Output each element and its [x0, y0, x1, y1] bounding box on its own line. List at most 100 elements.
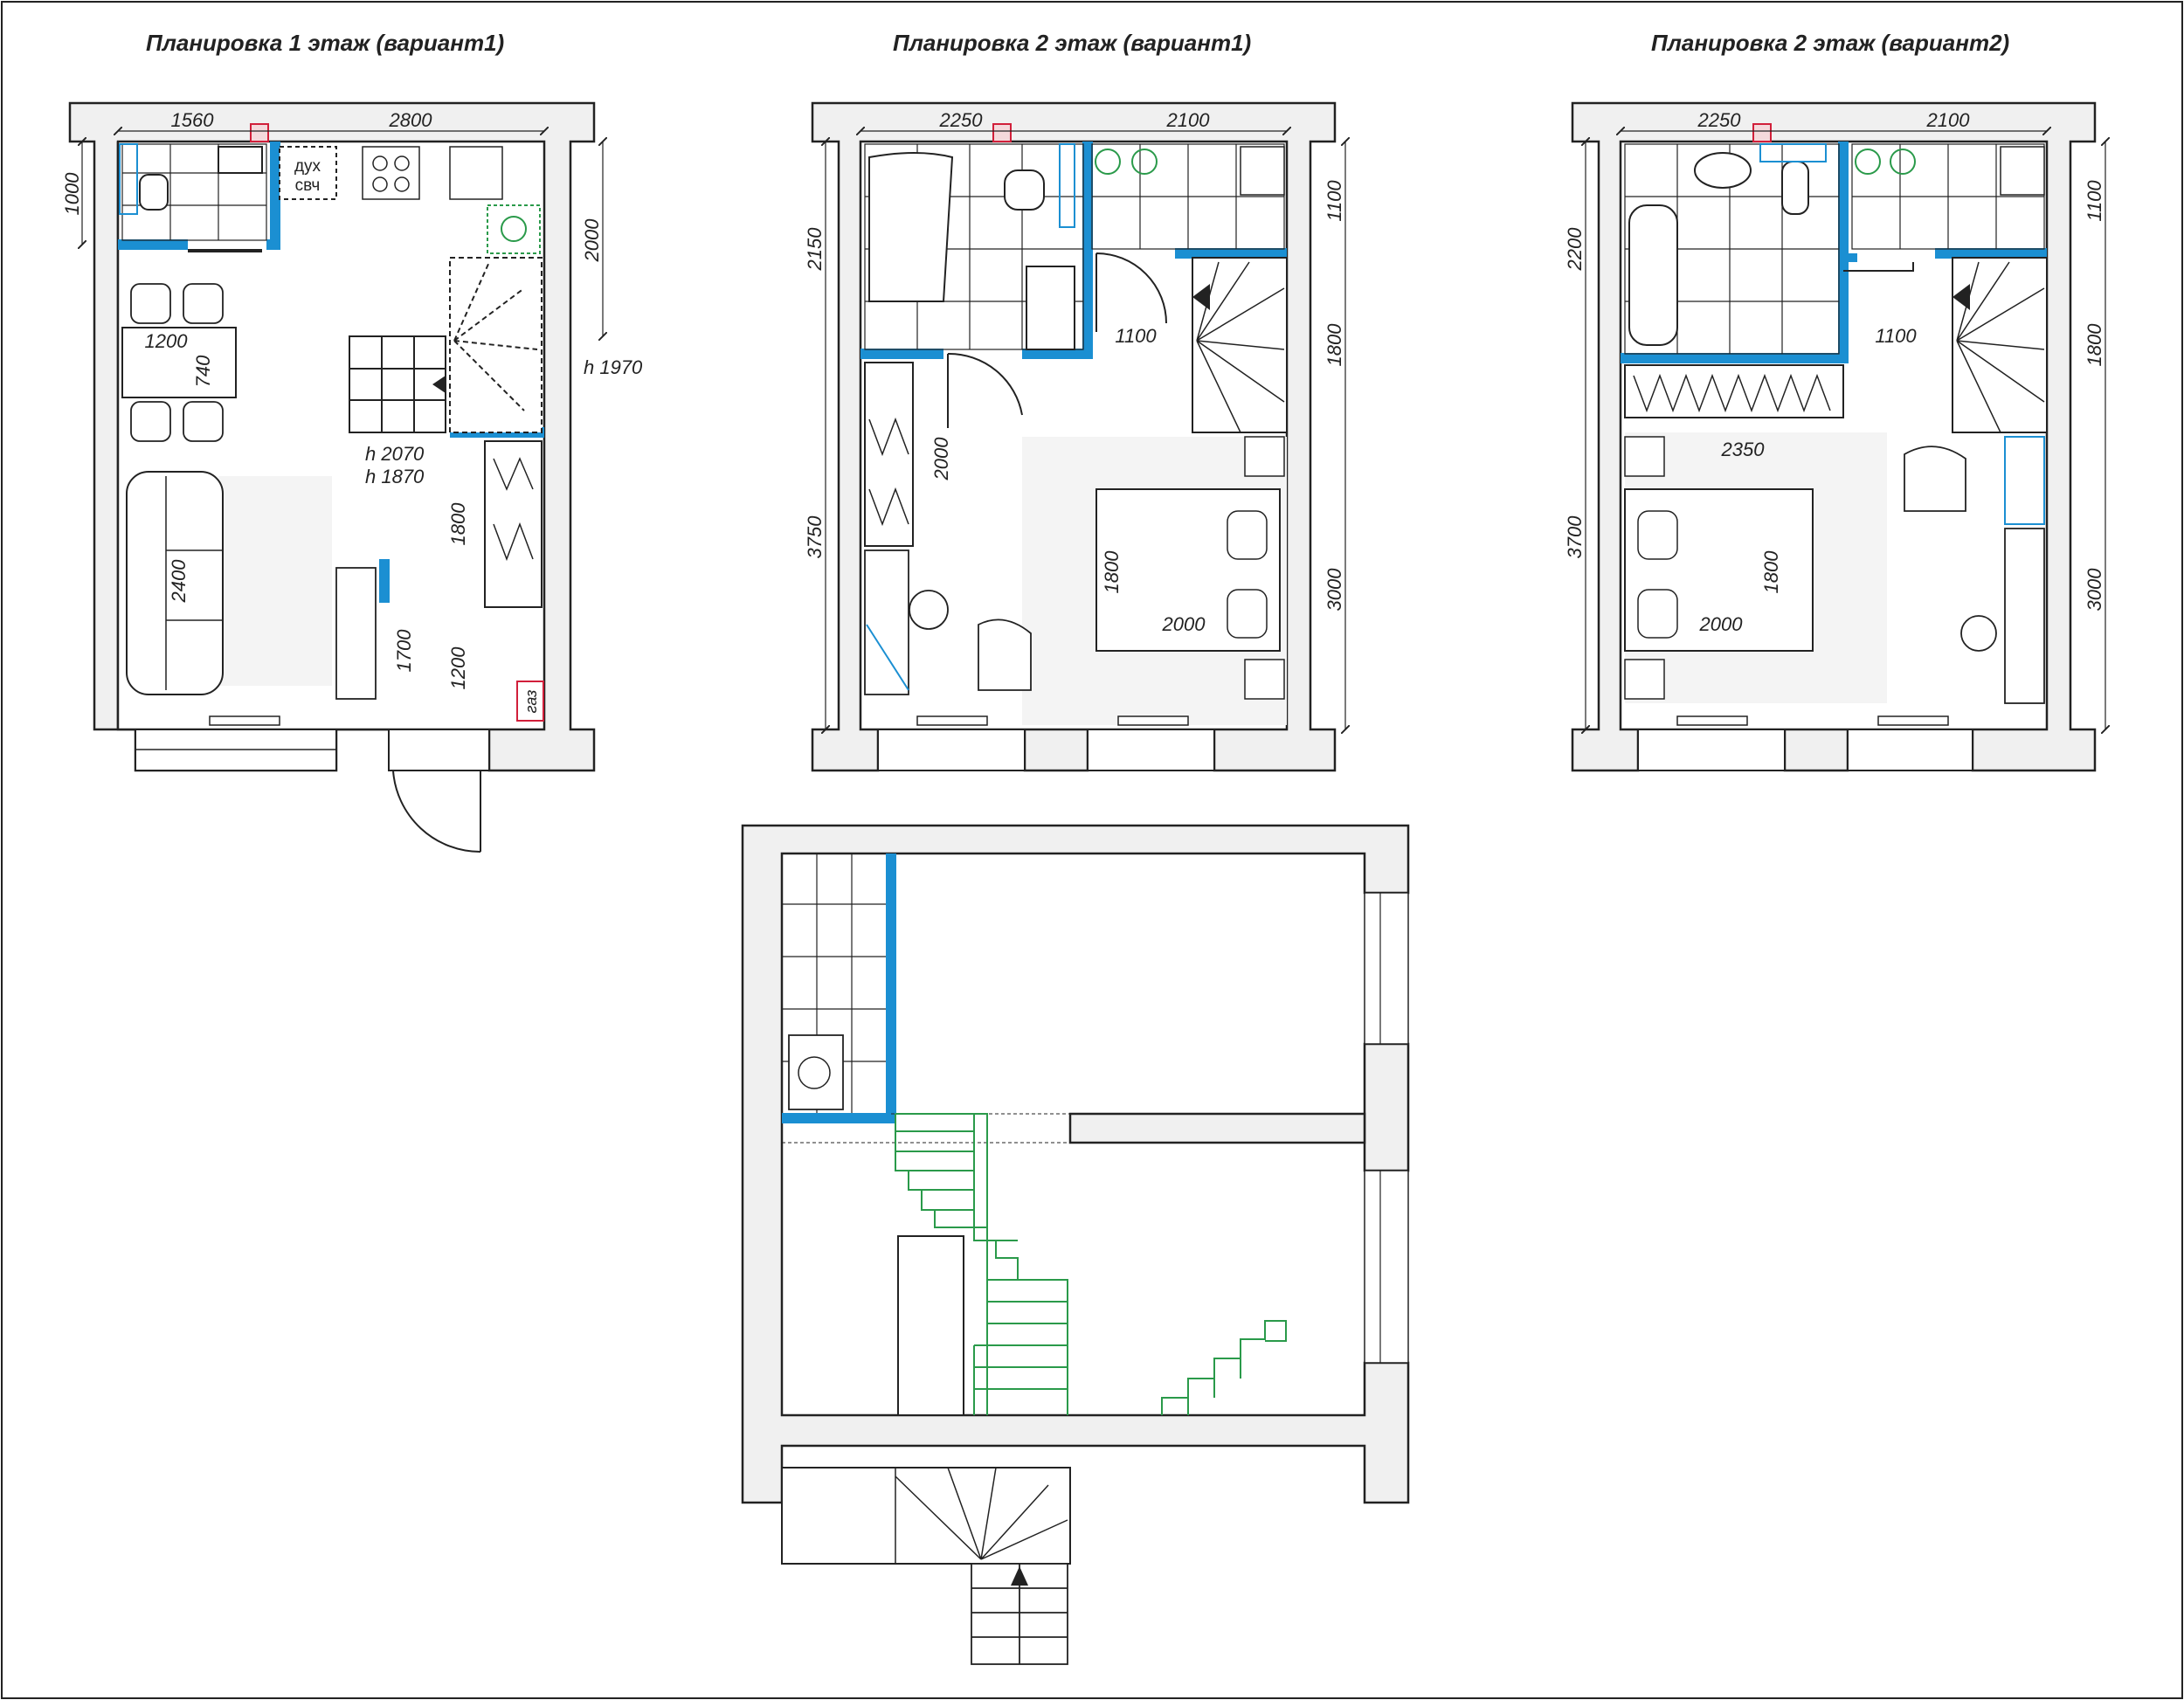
bath-partition — [118, 142, 280, 250]
basement-stairs — [781, 1467, 1071, 1565]
dim-1800-bed: 1800 — [1760, 550, 1782, 594]
desk — [2004, 528, 2045, 704]
dim-1200: 1200 — [447, 646, 469, 690]
dim-2200: 2200 — [1564, 227, 1586, 272]
dim-1200-table: 1200 — [145, 330, 189, 352]
entry-steps — [971, 1563, 1068, 1665]
cooktop-icon — [362, 146, 420, 200]
armchair — [1904, 446, 1966, 512]
partitions-blue — [1621, 142, 1849, 363]
stair-arrow-icon — [1952, 284, 1970, 310]
dim-2350: 2350 — [1721, 439, 1766, 460]
bathtub — [1628, 204, 1678, 346]
dining-table — [121, 327, 237, 398]
nightstand — [1624, 436, 1665, 477]
dim-2250: 2250 — [939, 109, 984, 131]
dimension-lines — [1586, 131, 2105, 729]
title-floor1-v1: Планировка 1 этаж (вариант1) — [146, 30, 505, 56]
entry-door-swing — [392, 770, 481, 853]
dim-3000-right: 3000 — [2084, 568, 2105, 612]
tv-stand — [335, 567, 377, 700]
gas-label: газ — [522, 690, 540, 714]
dim-1100-right: 1100 — [1324, 180, 1345, 222]
boiler-icon — [487, 204, 541, 254]
desk — [864, 549, 909, 695]
label-h1870: h 1870 — [365, 466, 425, 487]
vent-icon — [250, 123, 269, 142]
radiator — [209, 715, 280, 726]
dimension-lines — [82, 131, 603, 336]
section-slab — [1068, 1112, 1366, 1144]
dim-2150: 2150 — [804, 227, 826, 272]
dim-1000: 1000 — [61, 172, 83, 216]
dim-2100: 2100 — [1926, 109, 1971, 131]
gas-meter-icon — [516, 681, 544, 722]
bath-door — [1095, 252, 1167, 332]
oven-box — [279, 146, 337, 200]
washer-icon — [2000, 146, 2045, 196]
boiler-icon — [1095, 149, 1121, 175]
dim-2000-bed: 2000 — [1162, 613, 1206, 635]
entry-arrow-icon — [1011, 1566, 1028, 1586]
chair-icon — [909, 590, 949, 630]
entry-door-opening — [388, 729, 490, 771]
section-stairs — [895, 1113, 1287, 1415]
dim-2800: 2800 — [389, 109, 433, 131]
nightstand — [1244, 436, 1285, 477]
stair-arrow-icon — [1192, 284, 1210, 310]
bathtub — [868, 152, 954, 302]
dim-3700: 3700 — [1564, 515, 1586, 559]
kitchen-sink-icon — [449, 146, 503, 200]
dim-1700: 1700 — [393, 629, 415, 673]
dining-chairs — [130, 283, 224, 442]
title-floor2-v1: Планировка 2 этаж (вариант1) — [893, 30, 1252, 56]
dim-740: 740 — [192, 355, 214, 387]
dim-3750: 3750 — [804, 515, 826, 559]
toilet-icon — [139, 174, 169, 211]
dim-2250: 2250 — [1697, 109, 1742, 131]
partitions-blue — [860, 142, 1093, 359]
oven-label-1: дух — [294, 157, 321, 176]
vent-icon — [992, 123, 1012, 142]
sink-icon — [1694, 152, 1752, 189]
washer-icon — [1240, 146, 1285, 196]
pantry-wardrobe — [484, 440, 543, 608]
dim-1800-right: 1800 — [2084, 323, 2105, 367]
section-walls — [741, 824, 1410, 1504]
fireplace — [2004, 436, 2045, 525]
sink-icon — [218, 146, 263, 174]
dim-2000-wardrobe: 2000 — [930, 437, 952, 481]
oven-label-2: свч — [295, 176, 321, 195]
dim-1100-door: 1100 — [1115, 325, 1157, 347]
plan-floor2-v2: 2250 2100 2200 3700 1100 1800 3000 1100 … — [1564, 101, 2105, 772]
dim-2000-bed: 2000 — [1699, 613, 1744, 635]
chair-icon — [1960, 615, 1997, 652]
washing-machine-icon — [788, 1034, 844, 1110]
wardrobe — [1624, 364, 1844, 418]
section-view — [741, 824, 1410, 1665]
armchair — [978, 618, 1032, 691]
dim-2400: 2400 — [168, 559, 190, 604]
title-floor2-v2: Планировка 2 этаж (вариант2) — [1651, 30, 2010, 56]
dim-1560: 1560 — [171, 109, 215, 131]
sink-cabinet — [1026, 266, 1075, 350]
stair-arrow-icon — [432, 376, 446, 393]
dim-1800-right: 1800 — [1324, 323, 1345, 367]
wardrobe — [864, 362, 914, 547]
dim-1100-right: 1100 — [2084, 180, 2105, 222]
dim-2000: 2000 — [581, 218, 603, 263]
stairs-floor1 — [349, 257, 543, 433]
dim-1100-door: 1100 — [1875, 325, 1917, 347]
plan-floor2-v1: 2250 2100 2150 3750 1100 1800 3000 1100 … — [804, 101, 1345, 772]
dim-2100: 2100 — [1166, 109, 1211, 131]
vent-icon — [1752, 123, 1772, 142]
dim-1800: 1800 — [447, 502, 469, 546]
dim-1800-bed: 1800 — [1101, 550, 1123, 594]
dimension-lines — [826, 131, 1345, 729]
label-h1970: h 1970 — [584, 356, 643, 378]
toilet-icon — [1781, 161, 1809, 215]
sofa — [126, 471, 224, 695]
